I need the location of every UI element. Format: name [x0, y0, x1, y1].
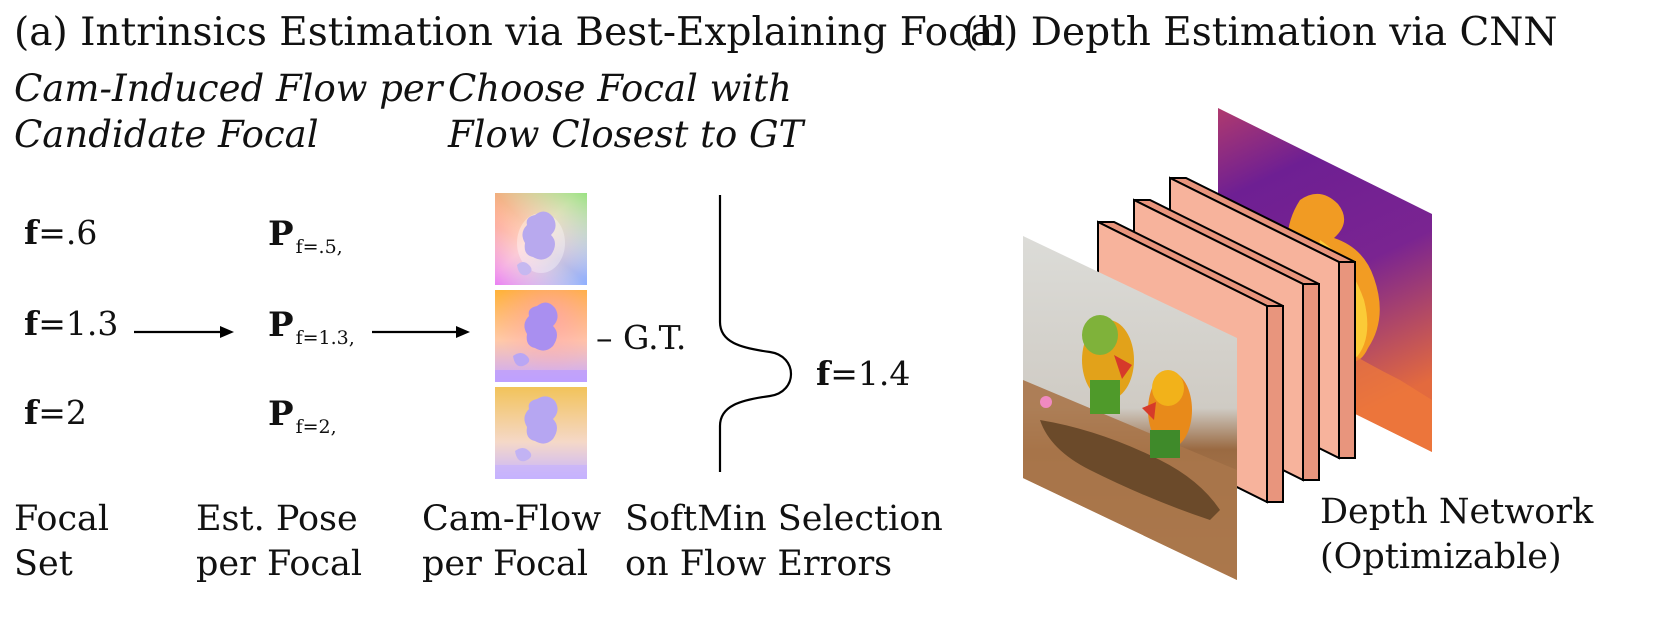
arrow-right-icon — [134, 326, 234, 338]
caption-line: Set — [14, 544, 73, 584]
subtitle-choose-focal: Choose Focal with Flow Closest to GT — [448, 66, 803, 158]
caption-line: per Focal — [422, 544, 589, 584]
caption-depth-network: Depth Network (Optimizable) — [1320, 490, 1593, 580]
caption-line: per Focal — [196, 544, 363, 584]
caption-line: Cam-Flow — [422, 499, 602, 539]
subtitle-line: Flow Closest to GT — [448, 113, 804, 156]
caption-focal-set: Focal Set — [14, 497, 109, 587]
subtitle-line: Choose Focal with — [448, 67, 792, 110]
panel-b-title: (b) Depth Estimation via CNN — [963, 10, 1558, 55]
focal-value: f=1.3 — [24, 304, 119, 343]
flow-image-f06 — [495, 193, 587, 285]
flow-image-f2 — [495, 387, 587, 479]
caption-softmin: SoftMin Selection on Flow Errors — [625, 497, 943, 587]
caption-line: on Flow Errors — [625, 544, 893, 584]
subtitle-cam-induced-flow: Cam-Induced Flow per Candidate Focal — [14, 66, 442, 158]
curly-brace-icon — [718, 195, 793, 472]
caption-line: Est. Pose — [196, 499, 358, 539]
caption-est-pose: Est. Pose per Focal — [196, 497, 362, 587]
caption-line: (Optimizable) — [1320, 537, 1562, 577]
caption-line: SoftMin Selection — [625, 499, 943, 539]
subtitle-line: Candidate Focal — [14, 113, 319, 156]
subtitle-line: Cam-Induced Flow per — [14, 67, 443, 110]
caption-cam-flow: Cam-Flow per Focal — [422, 497, 601, 587]
input-photo-image — [1023, 236, 1237, 580]
arrow-right-icon — [372, 326, 470, 338]
focal-value: f=2 — [24, 393, 87, 432]
minus-ground-truth: – G.T. — [596, 318, 687, 357]
panel-a-title: (a) Intrinsics Estimation via Best-Expla… — [14, 10, 1006, 55]
flow-image-f13 — [495, 290, 587, 382]
focal-value: f=.6 — [24, 213, 98, 252]
caption-line: Focal — [14, 499, 110, 539]
selected-focal: f=1.4 — [816, 354, 911, 393]
caption-line: Depth Network — [1320, 492, 1594, 532]
